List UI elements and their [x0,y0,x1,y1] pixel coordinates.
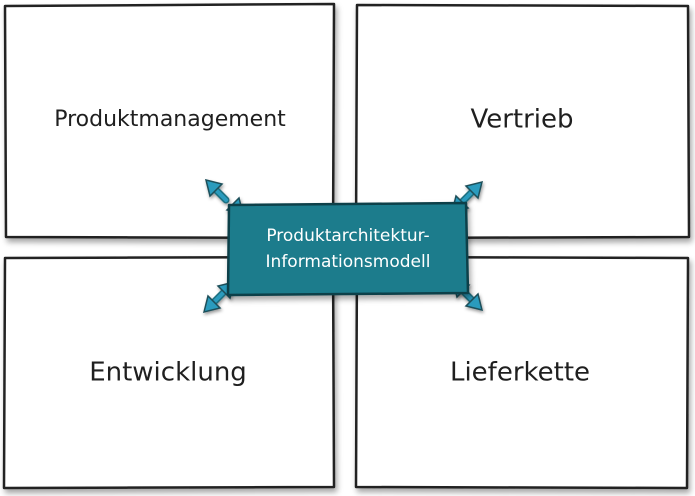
box-label-lieferkette: Lieferkette [450,358,590,388]
box-label-entwicklung: Entwicklung [89,358,247,388]
arrow-bottom-left [202,280,236,314]
box-label-vertrieb: Vertrieb [470,105,573,135]
box-lieferkette: Lieferkette [354,255,690,490]
center-label-line1: Produktarchitektur- [266,226,429,246]
box-vertrieb: Vertrieb [354,3,691,240]
box-produktmanagement: Produktmanagement [3,2,336,240]
center-label-line2: Informationsmodell [266,252,431,272]
center-box: Produktarchitektur- Informationsmodell [226,201,470,297]
box-label-produktmanagement: Produktmanagement [54,107,286,132]
box-entwicklung: Entwicklung [2,255,336,490]
